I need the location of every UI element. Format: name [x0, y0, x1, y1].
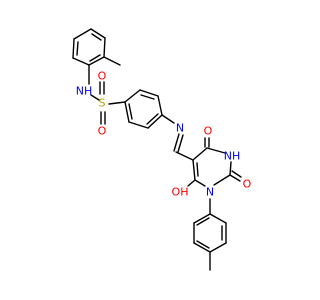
bond [229, 174, 241, 182]
bond [128, 121, 149, 129]
bond [128, 103, 133, 120]
bond [139, 89, 159, 97]
bond [90, 94, 100, 101]
bond [173, 133, 180, 152]
bond [103, 56, 121, 66]
atom-label-o-s-bottom: O [98, 125, 107, 138]
bond [72, 57, 90, 66]
bond [91, 33, 102, 41]
atom-label-nh-sulfonamide: NH [76, 85, 93, 98]
atom-label-o-right: O [243, 178, 252, 191]
bonds [72, 28, 242, 271]
atom-label-o-upper: O [204, 125, 213, 138]
molecule-structure: NH S O O N O NH O N OH [72, 28, 252, 271]
bond [209, 213, 227, 224]
atom-labels: NH S O O N O NH O N OH [76, 70, 252, 199]
bond [193, 213, 211, 224]
bond [108, 101, 126, 105]
bond [177, 134, 184, 153]
bond [187, 179, 196, 187]
bond [192, 159, 196, 181]
bond [124, 101, 130, 123]
bond [73, 28, 92, 40]
bond [194, 179, 206, 187]
bond [213, 174, 231, 186]
bond [147, 114, 163, 129]
bond [76, 41, 79, 56]
bond [231, 170, 242, 178]
atom-label-o-s-top: O [98, 70, 107, 83]
atom-label-n-imine: N [176, 122, 184, 135]
bond [157, 95, 163, 116]
bond [89, 54, 101, 62]
bond [209, 242, 227, 253]
bond [229, 161, 232, 176]
bond [196, 162, 199, 177]
bond [192, 147, 208, 161]
bond [140, 94, 155, 100]
atom-label-oh: OH [172, 186, 189, 199]
bond [90, 28, 106, 39]
bond [193, 242, 211, 253]
bond [175, 151, 194, 161]
bond [72, 38, 75, 59]
atom-label-s: S [99, 97, 106, 110]
bond [196, 240, 210, 249]
bond [103, 37, 106, 58]
bond [206, 147, 226, 154]
bond [196, 217, 210, 226]
atom-label-n-ring: N [206, 186, 214, 199]
bond [161, 114, 175, 124]
bond [146, 113, 159, 125]
bond [88, 56, 105, 66]
bond [124, 89, 141, 103]
atom-label-nh-ring: NH [224, 150, 241, 163]
